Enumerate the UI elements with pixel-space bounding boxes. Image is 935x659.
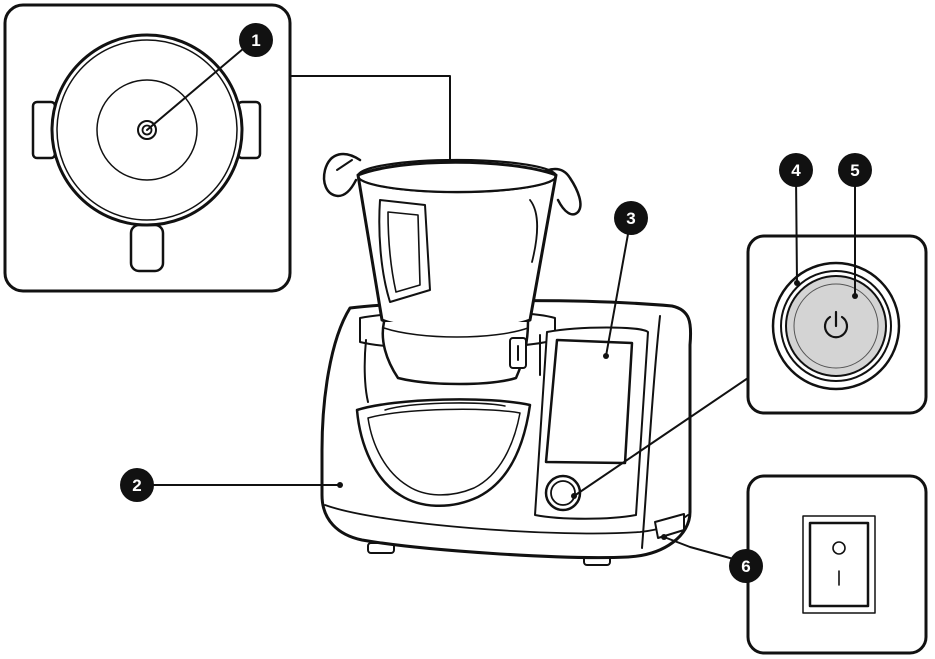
rocker-switch — [808, 521, 870, 608]
rear-switch-housing — [654, 513, 685, 539]
bowl-handle-left-3d — [322, 152, 362, 198]
callout-6: 6 — [729, 549, 763, 583]
display-screen — [544, 338, 634, 465]
inset-top-view-frame — [3, 3, 292, 293]
callout-1-label: 1 — [251, 31, 260, 50]
leader-dot-6 — [661, 534, 667, 540]
cavity-lip — [384, 402, 506, 411]
callout-2: 2 — [120, 468, 154, 502]
callout-3-label: 3 — [626, 209, 635, 228]
bowl-rim-inner — [364, 181, 551, 194]
callout-5-label: 5 — [850, 161, 859, 180]
mixing-bowl — [322, 152, 582, 386]
callout-4-label: 4 — [791, 161, 801, 180]
bowl-right-contour — [529, 199, 538, 263]
leader-dot-2 — [337, 482, 343, 488]
callout-4: 4 — [779, 153, 813, 187]
bowl-handle-left-ridge — [336, 159, 353, 171]
leader-line-1 — [146, 42, 251, 131]
inset-top-view — [3, 3, 292, 293]
leader-line-6 — [663, 536, 749, 564]
callout-5: 5 — [838, 153, 872, 187]
lid-center-knob — [137, 120, 157, 140]
leader-line-knob — [573, 377, 749, 497]
bowl-base-seam — [383, 327, 529, 338]
inset-power-button — [746, 174, 928, 415]
power-ring-outer — [771, 261, 901, 391]
base-front-cavity-inner — [367, 408, 521, 496]
bowl-base — [381, 320, 530, 386]
inset-switch-frame — [746, 474, 928, 655]
switch-bezel — [802, 515, 876, 614]
leader-dot-knob — [571, 493, 577, 499]
rocker-on-mark — [832, 541, 846, 555]
bowl-inner-handle — [378, 199, 431, 303]
leader-line-4 — [795, 174, 798, 284]
power-icon — [823, 310, 849, 339]
leader-dot-3 — [603, 353, 609, 359]
bowl-inner-rim — [56, 39, 238, 221]
bowl-bottom-tab — [129, 223, 165, 273]
inset-rocker-switch — [746, 474, 928, 655]
lid-circle — [96, 79, 198, 181]
control-knob-inner — [550, 480, 576, 506]
leader-dot-4 — [794, 280, 800, 286]
callout-1: 1 — [239, 23, 273, 57]
lid-center-knob-inner — [141, 124, 153, 136]
leader-inset-to-bowl — [289, 75, 451, 196]
power-ring-middle — [780, 270, 892, 382]
callout-6-label: 6 — [741, 557, 750, 576]
machine-side-edge — [641, 315, 661, 549]
leader-line-3 — [605, 222, 631, 357]
power-button-inner-ring — [793, 283, 879, 369]
leader-dot-5 — [852, 293, 858, 299]
bowl-holder-left-edge — [363, 339, 369, 403]
callout-2-label: 2 — [132, 476, 141, 495]
callout-3: 3 — [614, 201, 648, 235]
bowl-inner-handle-slot — [387, 211, 421, 293]
